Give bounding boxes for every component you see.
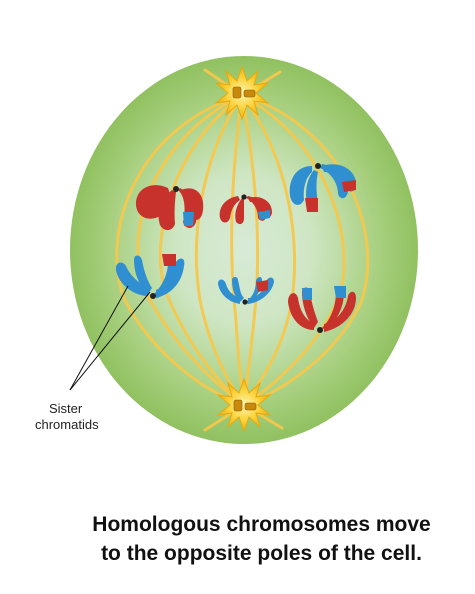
centrosome-bottom — [216, 377, 272, 433]
label-pointer-lines — [69, 285, 151, 391]
sister-chromatids-label-line2: chromatids — [35, 417, 99, 432]
chromosome-bottom-left — [115, 254, 185, 299]
chromosome-top-middle — [219, 194, 272, 225]
caption: Homologous chromosomes move to the oppos… — [0, 510, 475, 568]
anaphase-diagram: Sister chromatids — [35, 56, 418, 444]
chromosome-top-left — [135, 185, 204, 231]
sister-chromatids-label-line1: Sister — [49, 401, 83, 416]
chromosome-bottom-middle — [218, 277, 274, 305]
caption-line-2: to the opposite poles of the cell. — [101, 542, 422, 565]
chromosome-top-right — [289, 163, 356, 212]
caption-line-1: Homologous chromosomes move — [92, 513, 431, 536]
chromosome-bottom-right — [288, 286, 356, 333]
centrosome-top — [214, 65, 270, 121]
